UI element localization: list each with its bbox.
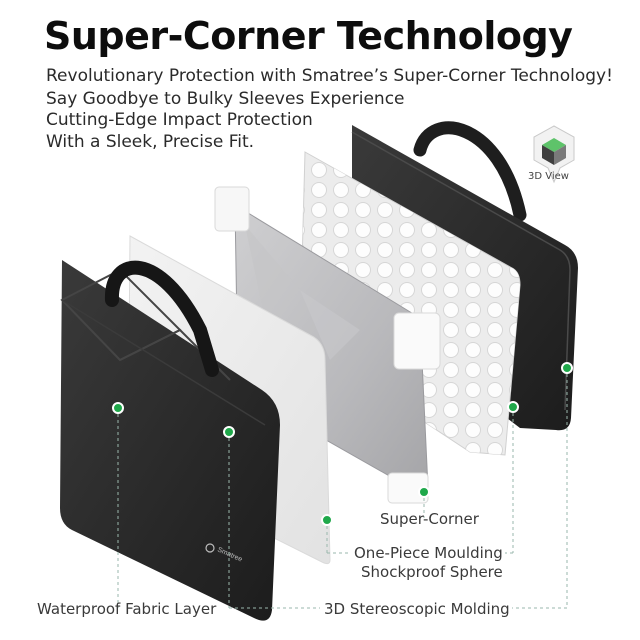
leader-lines (117, 368, 568, 609)
front-sleeve-layer: Smatree (60, 260, 280, 621)
description-line-1: Revolutionary Protection with Smatree’s … (46, 66, 613, 86)
cube-3d-icon[interactable] (526, 124, 582, 184)
back-handle (413, 121, 527, 222)
super-corner-right (393, 312, 441, 370)
marker-waterproof-fabric (112, 402, 124, 414)
label-waterproof-fabric-layer: Waterproof Fabric Layer (37, 600, 217, 618)
marker-super-corner (418, 486, 430, 498)
marker-back-sleeve (561, 362, 573, 374)
view-3d-label[interactable]: 3D View (528, 171, 569, 182)
marker-front-sleeve (223, 426, 235, 438)
markers (112, 362, 573, 526)
description-line-3: Cutting-Edge Impact Protection (46, 110, 313, 130)
front-sleeve-body (60, 260, 280, 621)
front-handle (104, 260, 219, 377)
page-title: Super-Corner Technology (44, 14, 573, 58)
super-corner-top-left (214, 186, 250, 232)
label-shockproof-sphere: Shockproof Sphere (361, 563, 503, 581)
shockproof-sphere-layer (299, 151, 521, 456)
description-line-2: Say Goodbye to Bulky Sleeves Experience (46, 89, 405, 109)
description-line-4: With a Sleek, Precise Fit. (46, 132, 255, 152)
label-3d-stereoscopic-molding: 3D Stereoscopic Molding (324, 600, 510, 618)
marker-molding (321, 514, 333, 526)
marker-shockproof-sphere (507, 401, 519, 413)
label-super-corner: Super-Corner (380, 510, 479, 528)
label-one-piece-moulding: One-Piece Moulding (354, 544, 503, 562)
